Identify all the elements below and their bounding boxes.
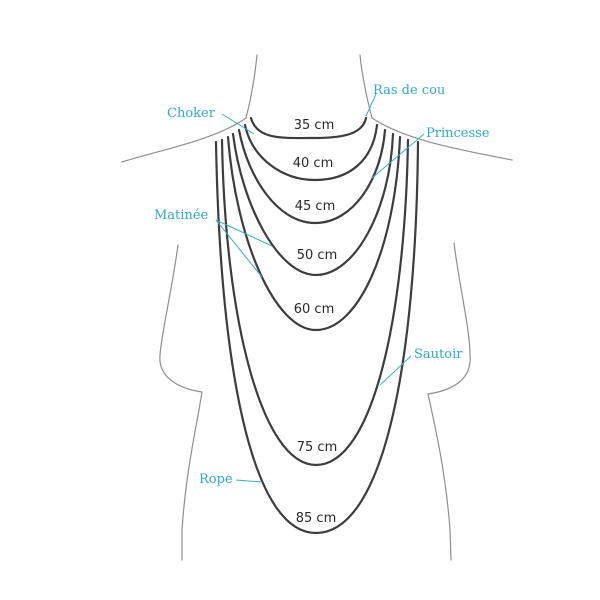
length-label-85cm: 85 cm xyxy=(296,511,337,526)
length-label-50cm: 50 cm xyxy=(297,248,338,263)
label-princesse: Princesse xyxy=(426,126,490,141)
leader-sautoir xyxy=(379,355,412,386)
label-ras-de-cou: Ras de cou xyxy=(373,83,445,98)
leader-ras-de-cou xyxy=(365,93,377,117)
neck-right-outline xyxy=(359,54,373,119)
length-label-45cm: 45 cm xyxy=(295,199,336,214)
leader-choker xyxy=(221,113,255,135)
length-label-35cm: 35 cm xyxy=(294,118,335,133)
neck-left-outline xyxy=(245,54,258,119)
left-torso-outline xyxy=(159,244,203,561)
leader-matinee-lower xyxy=(215,219,263,278)
leader-matinee-upper xyxy=(215,219,273,247)
length-label-75cm: 75 cm xyxy=(297,440,338,455)
leader-rope xyxy=(235,479,263,483)
length-label-60cm: 60 cm xyxy=(294,302,335,317)
necklace-chains xyxy=(214,116,420,535)
chain-85cm xyxy=(214,140,420,535)
leader-lines xyxy=(215,93,425,483)
chain-60cm xyxy=(226,135,402,332)
right-torso-outline xyxy=(427,242,471,561)
label-matinee: Matinée xyxy=(154,208,209,223)
style-labels: Ras de cou Choker Princesse Matinée Saut… xyxy=(154,83,490,487)
leader-princesse xyxy=(371,133,425,179)
label-choker: Choker xyxy=(167,106,216,121)
body-silhouette xyxy=(121,54,513,561)
length-labels: 35 cm 40 cm 45 cm 50 cm 60 cm 75 cm 85 c… xyxy=(293,118,338,526)
chain-50cm xyxy=(231,132,395,277)
label-sautoir: Sautoir xyxy=(414,347,463,362)
chain-45cm xyxy=(237,128,387,225)
chain-40cm xyxy=(243,123,379,182)
right-shoulder-outline xyxy=(371,117,513,161)
length-label-40cm: 40 cm xyxy=(293,156,334,171)
chain-35cm xyxy=(249,116,368,140)
label-rope: Rope xyxy=(199,472,233,487)
chain-75cm xyxy=(220,138,410,467)
left-shoulder-outline xyxy=(121,117,247,163)
